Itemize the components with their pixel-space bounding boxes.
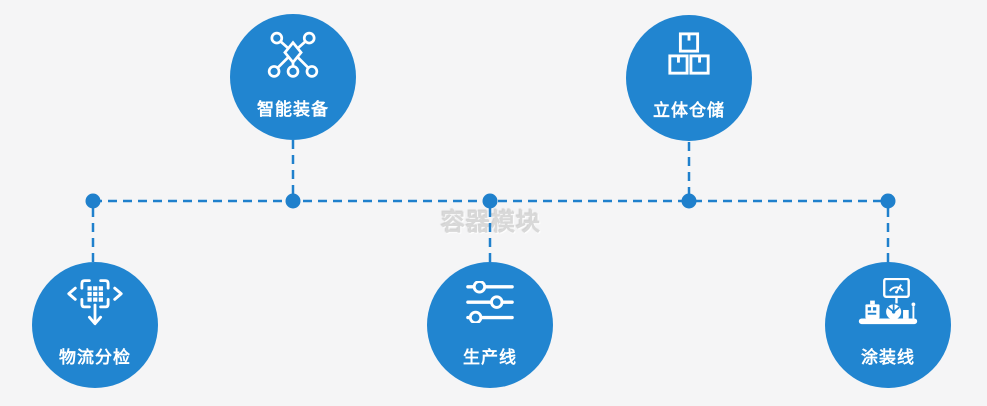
node-label: 智能装备: [257, 100, 329, 119]
control-station-icon: [858, 278, 918, 325]
node-production-line[interactable]: 生产线: [427, 262, 553, 388]
icon-box: [427, 274, 553, 330]
junction-dot: [482, 193, 498, 209]
junction-dots-group: [85, 193, 896, 209]
junction-dot: [285, 193, 301, 209]
icon-box: [626, 27, 752, 83]
icon-box: [32, 274, 158, 330]
junction-dot: [85, 193, 101, 209]
node-painting-line[interactable]: 涂装线: [825, 262, 951, 388]
node-logistics-sorting[interactable]: 物流分检: [32, 262, 158, 388]
node-label: 生产线: [463, 348, 517, 367]
distribute-arrows-icon: [67, 279, 123, 325]
node-label: 涂装线: [861, 348, 915, 367]
icon-box: [230, 26, 356, 82]
node-label: 立体仓储: [653, 101, 725, 120]
stacked-boxes-icon: [668, 32, 710, 75]
node-smart-equipment[interactable]: 智能装备: [230, 14, 356, 140]
junction-dot: [681, 193, 697, 209]
node-warehouse[interactable]: 立体仓储: [626, 15, 752, 141]
sliders-icon: [466, 280, 514, 324]
icon-box: [825, 274, 951, 330]
node-label: 物流分检: [59, 348, 131, 367]
network-nodes-icon: [267, 31, 319, 78]
junction-dot: [880, 193, 896, 209]
